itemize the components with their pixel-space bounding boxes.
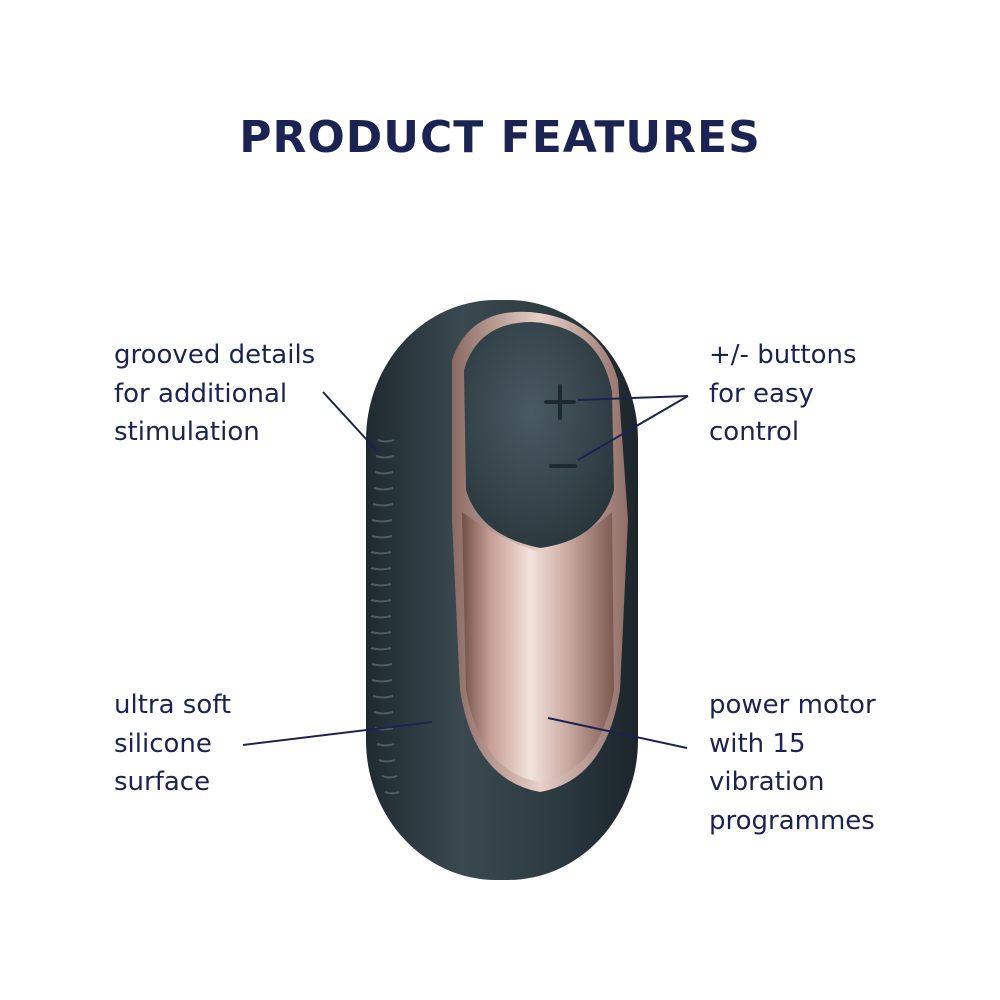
feature-line: ultra soft: [114, 690, 232, 720]
plus-icon: [544, 384, 576, 420]
feature-line: programmes: [709, 805, 875, 836]
leader-line-minus: [577, 395, 689, 461]
page-title: PRODUCT FEATURES: [239, 112, 761, 163]
leader-line-grooved: [322, 391, 379, 453]
feature-silicone-surface: ultra soft silicone surface: [114, 686, 231, 802]
feature-line: stimulation: [114, 417, 260, 447]
feature-line: for additional: [114, 378, 288, 409]
button-cap: [464, 322, 614, 548]
feature-line: surface: [114, 767, 211, 797]
leader-line-silicone: [242, 721, 433, 746]
feature-line: vibration: [709, 767, 825, 797]
feature-line: control: [709, 417, 800, 447]
feature-line: +/- buttons: [709, 340, 857, 370]
feature-line: power motor: [709, 690, 876, 720]
feature-buttons: +/- buttons for easy control: [709, 336, 857, 452]
feature-grooved-details: grooved details for additional stimulati…: [114, 336, 315, 452]
feature-line: silicone: [114, 728, 212, 759]
leader-lines: [242, 391, 689, 749]
chrome-panel: [462, 512, 614, 782]
feature-line: with 15: [709, 728, 806, 759]
feature-power-motor: power motor with 15 vibration programmes: [709, 686, 876, 840]
feature-line: for easy: [709, 378, 814, 409]
leader-line-motor: [547, 717, 688, 749]
leader-line-plus: [577, 395, 689, 401]
grooved-ridges: [370, 439, 400, 795]
feature-line: grooved details: [114, 340, 316, 370]
